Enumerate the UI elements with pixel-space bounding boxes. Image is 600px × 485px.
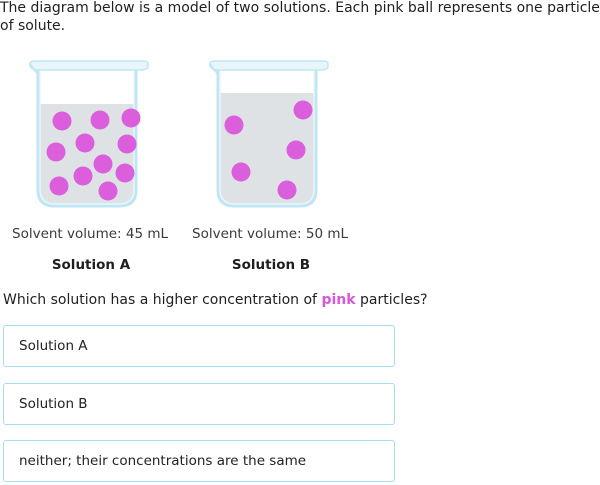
particle — [121, 108, 141, 128]
solution-b-volume: Solvent volume: 50 mL — [192, 226, 349, 242]
particle — [90, 110, 110, 130]
solution-a-volume: Solvent volume: 45 mL — [12, 226, 169, 242]
question-highlight: pink — [321, 292, 356, 308]
question-prefix: Which solution has a higher concentratio… — [3, 292, 322, 308]
particle — [49, 176, 69, 196]
particle — [224, 115, 244, 135]
solution-a-title: Solution A — [51, 257, 131, 273]
particle — [98, 181, 118, 201]
particle — [117, 134, 137, 154]
intro-text: The diagram below is a model of two solu… — [0, 0, 600, 34]
particle — [277, 180, 297, 200]
particle — [231, 162, 251, 182]
beaker-solution-a — [28, 58, 152, 208]
particle — [293, 100, 313, 120]
question-text: Which solution has a higher concentratio… — [3, 292, 428, 308]
particle — [52, 111, 72, 131]
choice-label: neither; their concentrations are the sa… — [19, 453, 307, 469]
beaker-b-graphic — [209, 60, 329, 208]
beaker-solution-b — [208, 58, 332, 208]
question-suffix: particles? — [355, 292, 428, 308]
choice-solution-b[interactable]: Solution B — [3, 383, 395, 425]
particle — [73, 166, 93, 186]
particle — [93, 154, 113, 174]
particle — [286, 140, 306, 160]
beaker-a-graphic — [29, 60, 149, 208]
choice-label: Solution A — [19, 338, 88, 354]
choice-neither[interactable]: neither; their concentrations are the sa… — [3, 440, 395, 482]
particle — [75, 133, 95, 153]
particle — [46, 142, 66, 162]
choice-solution-a[interactable]: Solution A — [3, 325, 395, 367]
choice-label: Solution B — [19, 396, 88, 412]
particle — [115, 163, 135, 183]
solution-b-title: Solution B — [231, 257, 311, 273]
